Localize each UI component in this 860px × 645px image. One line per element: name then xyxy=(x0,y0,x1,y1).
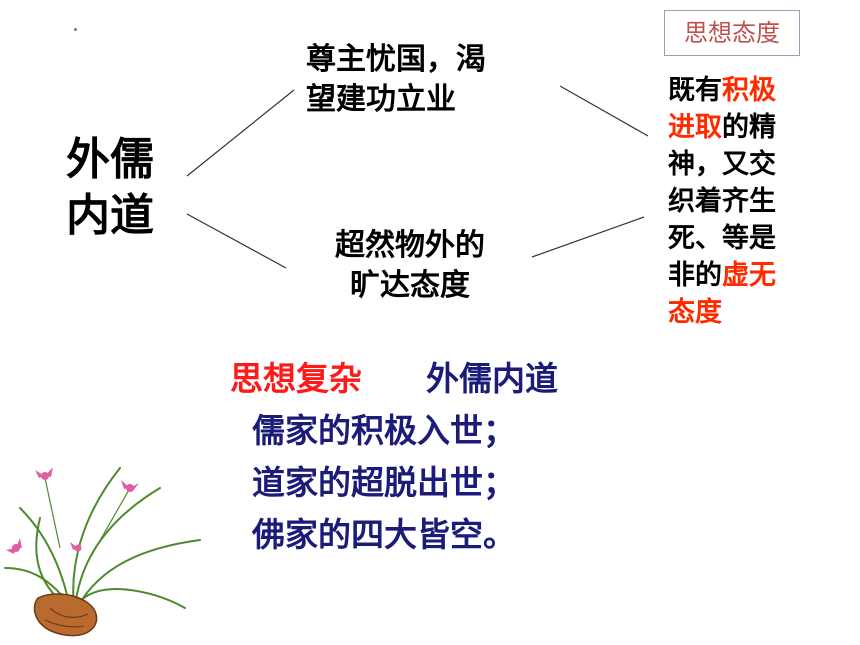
right-line-1: 既有积极 xyxy=(668,72,804,109)
thought-attitude-label: 思想态度 xyxy=(664,10,800,56)
right-text-plain: 既有 xyxy=(668,75,722,106)
right-text-highlight: 积极 xyxy=(722,75,776,106)
summary-line-taoist: 道家的超脱出世； xyxy=(252,463,516,502)
right-text-highlight: 虚无 xyxy=(722,260,776,291)
right-line-2: 进取的精 xyxy=(668,109,804,146)
summary-highlight: 思想复杂 xyxy=(230,359,362,398)
right-line-6: 非的虚无 xyxy=(668,257,804,294)
summary-line-confucian: 儒家的积极入世； xyxy=(252,411,516,450)
right-text-plain: 非的 xyxy=(668,260,722,291)
bottom-branch-line-1: 超然物外的 xyxy=(335,228,485,263)
right-line-3: 神，又交 xyxy=(668,149,776,180)
connector-top-right xyxy=(559,85,649,137)
connector-bottom-right xyxy=(531,216,645,258)
right-line-7: 态度 xyxy=(668,297,722,328)
right-text-plain: 的精 xyxy=(722,112,776,143)
right-description: 既有积极 进取的精 神，又交 织着齐生 死、等是 非的虚无 态度 xyxy=(668,72,804,331)
orchid-illustration xyxy=(4,467,201,637)
top-branch-line-2: 望建功立业 xyxy=(306,82,456,117)
bottom-branch-text: 超然物外的 旷达态度 xyxy=(300,226,520,306)
connector-left-top xyxy=(186,89,295,177)
top-branch-text: 尊主忧国，渴 望建功立业 xyxy=(306,40,556,120)
right-line-4: 织着齐生 xyxy=(668,186,776,217)
left-title-line-2: 内道 xyxy=(66,190,154,241)
top-branch-line-1: 尊主忧国，渴 xyxy=(306,42,486,77)
summary-line-buddhist: 佛家的四大皆空。 xyxy=(252,515,516,554)
connector-left-bottom xyxy=(186,213,287,269)
decorative-dot xyxy=(74,28,77,31)
summary-tail: 外儒内道 xyxy=(426,359,558,398)
bottom-branch-line-2: 旷达态度 xyxy=(350,268,470,303)
right-text-highlight: 进取 xyxy=(668,112,722,143)
left-title-line-1: 外儒 xyxy=(66,134,154,185)
summary-heading: 思想复杂 外儒内道 xyxy=(230,356,670,401)
left-title: 外儒 内道 xyxy=(66,132,186,244)
right-line-5: 死、等是 xyxy=(668,223,776,254)
